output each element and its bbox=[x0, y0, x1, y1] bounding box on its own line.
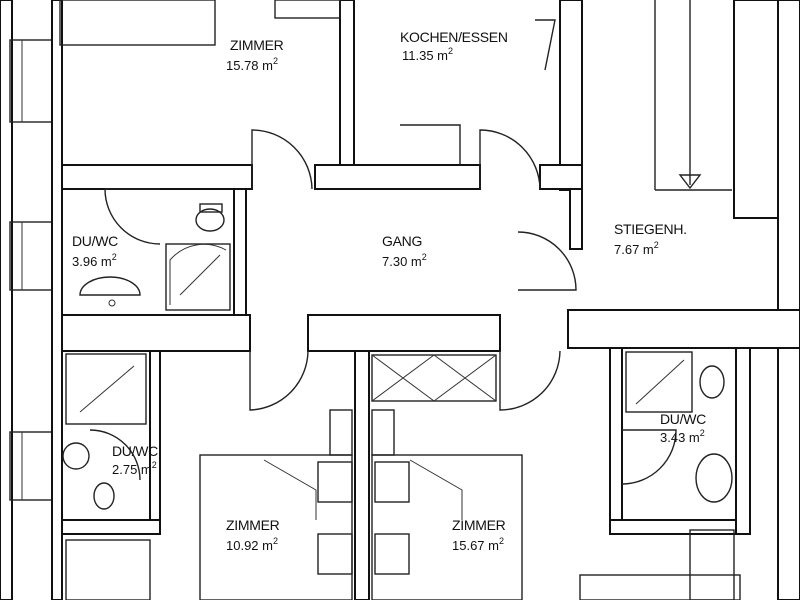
wall-zimmer-duwc bbox=[61, 164, 253, 190]
wall-mid-left bbox=[61, 314, 251, 352]
door-kochen-frame bbox=[400, 124, 461, 165]
shower-left bbox=[165, 243, 231, 311]
wardrobe-top bbox=[371, 354, 497, 402]
wall-zimmer-kochen bbox=[339, 0, 355, 171]
wall-duwc-right-bottom bbox=[609, 519, 751, 535]
label-gang: GANG bbox=[382, 233, 422, 249]
outer-wall-right-lower bbox=[777, 347, 800, 600]
area-gang: 7.30 m2 bbox=[382, 252, 427, 269]
area-duwc-left: 3.96 m2 bbox=[72, 252, 117, 269]
wall-duwc-gang bbox=[233, 188, 247, 320]
wall-duwc-small-bottom bbox=[61, 519, 161, 535]
area-stiegenh: 7.67 m2 bbox=[614, 240, 659, 257]
wall-kochen-right bbox=[559, 0, 583, 191]
bed-zimmer-mid bbox=[199, 454, 353, 600]
wall-right-lower bbox=[735, 347, 751, 535]
label-duwc-right: DU/WC bbox=[660, 411, 706, 427]
room-labels: ZIMMER 15.78 m2 KOCHEN/ESSEN 11.35 m2 DU… bbox=[72, 29, 706, 553]
door-zimmer-right bbox=[499, 350, 561, 411]
outer-wall-left bbox=[0, 0, 13, 600]
shower-small bbox=[65, 353, 147, 425]
wall-stieg-inner bbox=[733, 0, 779, 219]
kitchen-counter bbox=[535, 19, 556, 71]
label-zimmer-mid: ZIMMER bbox=[226, 517, 280, 533]
wall-zimmer-split bbox=[354, 350, 370, 600]
door-stiegenh bbox=[517, 231, 577, 291]
wall-mid-center bbox=[307, 314, 501, 352]
area-zimmer-mid: 10.92 m2 bbox=[226, 536, 278, 553]
doors bbox=[89, 124, 677, 485]
wall-stieg-left bbox=[569, 188, 583, 250]
wall-left-inner bbox=[51, 0, 63, 600]
basin-right bbox=[695, 453, 733, 503]
door-duwc-right bbox=[621, 429, 677, 485]
label-zimmer-right: ZIMMER bbox=[452, 517, 506, 533]
wall-duwc-small-right bbox=[149, 350, 161, 532]
fixtures bbox=[59, 0, 741, 600]
area-duwc-small: 2.75 m2 bbox=[112, 460, 157, 477]
area-zimmer-top: 15.78 m2 bbox=[226, 56, 278, 73]
label-duwc-left: DU/WC bbox=[72, 233, 118, 249]
toilet-small bbox=[93, 482, 115, 510]
label-zimmer-top: ZIMMER bbox=[230, 37, 284, 53]
door-duwc-left bbox=[104, 188, 161, 245]
area-kochen: 11.35 m2 bbox=[402, 46, 453, 63]
door-zimmer-mid bbox=[249, 350, 309, 411]
wall-mid-right bbox=[567, 309, 800, 349]
label-stiegenh: STIEGENH. bbox=[614, 221, 687, 237]
door-kochen bbox=[479, 129, 541, 190]
wall-kochen-bottom bbox=[314, 164, 481, 190]
area-duwc-right: 3.43 m2 bbox=[660, 428, 705, 445]
shower-right bbox=[625, 351, 693, 413]
wall-stieg-right bbox=[777, 0, 800, 311]
basin-left bbox=[79, 276, 141, 296]
area-zimmer-right: 15.67 m2 bbox=[452, 536, 504, 553]
door-duwc-small bbox=[89, 429, 141, 481]
door-zimmer-top bbox=[251, 129, 313, 190]
label-kochen: KOCHEN/ESSEN bbox=[400, 29, 508, 45]
label-duwc-small: DU/WC bbox=[112, 443, 158, 459]
basin-small bbox=[62, 442, 90, 470]
wall-duwc-right-left bbox=[609, 347, 623, 529]
toilet-right bbox=[699, 365, 725, 399]
bed-zimmer-right bbox=[371, 454, 523, 600]
toilet-left bbox=[195, 208, 225, 232]
wall-kochen-corner bbox=[539, 164, 583, 190]
